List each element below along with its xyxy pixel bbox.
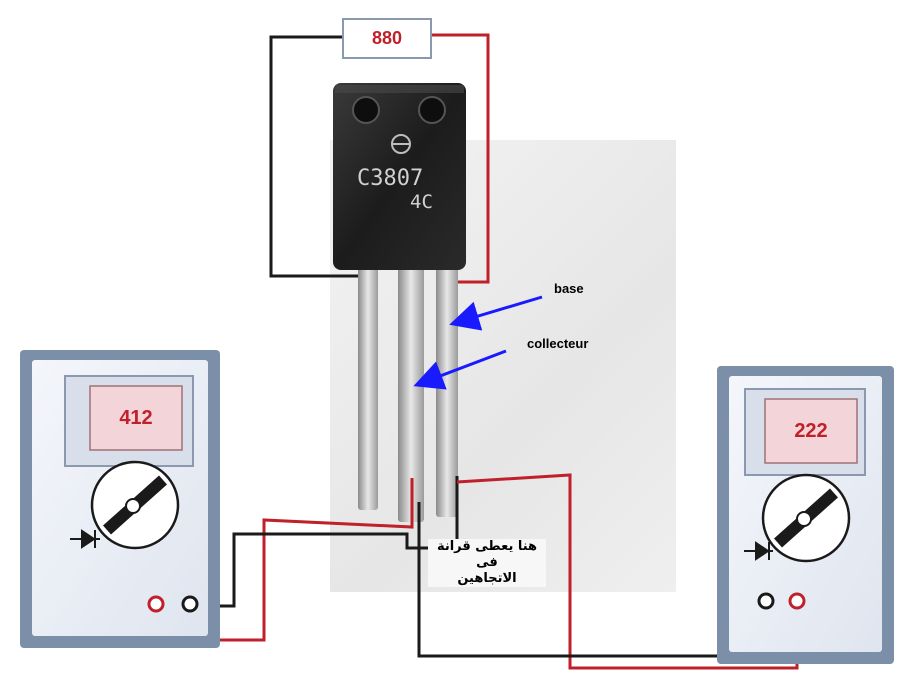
probe-jack-icon xyxy=(181,595,199,613)
left-meter-reading: 412 xyxy=(119,406,153,429)
collector-leg xyxy=(398,262,424,522)
left-display-screen xyxy=(89,385,183,451)
annotation-arrows xyxy=(413,295,543,390)
right-meter-reading: 222 xyxy=(794,419,828,442)
mounting-hole-icon xyxy=(352,96,380,124)
transistor-body xyxy=(333,83,466,270)
diode-icon xyxy=(744,541,773,561)
probe-jack-icon xyxy=(757,592,775,610)
mounting-hole-icon xyxy=(418,96,446,124)
base-arrow xyxy=(449,295,543,331)
right-display-screen xyxy=(764,398,858,464)
right-multimeter xyxy=(717,366,894,664)
part-number: C3807 xyxy=(357,166,423,191)
manufacturer-logo xyxy=(391,134,411,154)
arabic-note-line1: هنا يعطى قرانة فى xyxy=(436,539,538,570)
probe-jack-icon xyxy=(147,595,165,613)
emitter-leg xyxy=(358,262,378,510)
part-code: 4C xyxy=(410,191,433,213)
collector-arrow xyxy=(413,349,507,390)
base-leg xyxy=(436,262,458,517)
left-multimeter xyxy=(20,350,220,648)
base-label: base xyxy=(554,281,584,296)
top-ohm-reading: 880 xyxy=(371,28,403,48)
probe-jack-icon xyxy=(788,592,806,610)
arabic-note: هنا يعطى قرانة فى الاتجاهين xyxy=(428,539,546,587)
top-display-box xyxy=(342,18,432,59)
transistor: C3807 4C xyxy=(333,83,466,522)
top-wires xyxy=(269,33,490,284)
diode-icon xyxy=(70,529,100,549)
arabic-note-line2: الاتجاهين xyxy=(457,571,517,586)
collector-label: collecteur xyxy=(527,336,589,351)
